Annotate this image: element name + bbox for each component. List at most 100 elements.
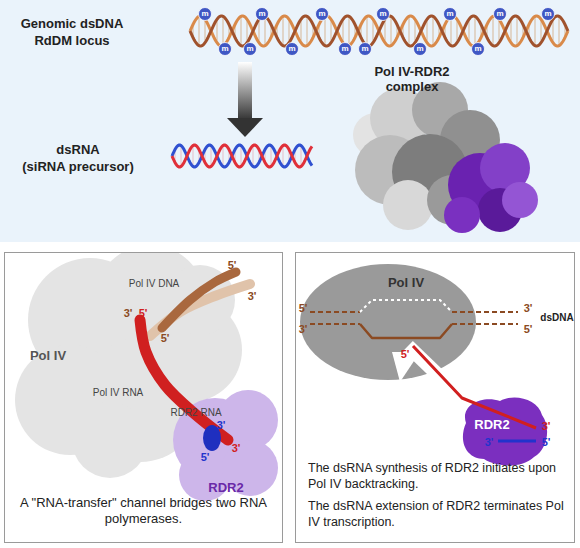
dna-strand (360, 300, 452, 312)
base-pair (198, 16, 199, 45)
methyl-mark: m (474, 44, 481, 53)
methyl-circle (256, 8, 269, 21)
rdr2-body (463, 397, 547, 465)
dna-strand (310, 311, 360, 313)
locus-label: Genomic dsDNA (21, 17, 124, 32)
strand (172, 145, 312, 167)
end-label: 3' (232, 442, 241, 455)
methyl-circle (244, 43, 257, 56)
methyl-mark: m (544, 9, 551, 18)
methyl-circle (219, 43, 232, 56)
base-pair (300, 146, 301, 167)
caption-text: The dsRNA extension of RDR2 terminates P… (308, 499, 564, 530)
end-label: 5' (201, 451, 210, 464)
base-pair (534, 16, 535, 45)
base-pair (558, 16, 559, 45)
base-pair (252, 146, 253, 167)
end-label: 5' (161, 332, 170, 345)
caption-text: A "RNA-transfer" channel bridges two RNA… (15, 495, 272, 528)
methyl-mark: m (221, 44, 228, 53)
end-label: 5' (542, 436, 551, 449)
methyl-circle (286, 43, 299, 56)
methyl-mark: m (379, 9, 386, 18)
part-label: dsDNA (540, 312, 573, 324)
rna-strand (140, 320, 228, 440)
methyl-circle (377, 8, 390, 21)
base-pair (240, 16, 241, 45)
base-pair (366, 16, 367, 45)
base-pair (210, 146, 211, 167)
part-label: Pol IV RNA (93, 387, 144, 399)
end-label: 5' (401, 348, 410, 361)
base-pair (240, 146, 241, 167)
rdr2-blob: RDR2 (456, 393, 551, 468)
process-arrow (227, 62, 263, 137)
methyl-circle (494, 8, 507, 21)
polymerase-body (300, 264, 476, 380)
end-label: 3' (542, 420, 551, 433)
end-label: 5' (524, 323, 533, 336)
base-pair (222, 16, 223, 45)
strand (190, 16, 568, 46)
methyl-mark: m (496, 9, 503, 18)
methyl-mark: m (246, 44, 253, 53)
base-pair (324, 16, 325, 45)
rna-strand (413, 346, 536, 428)
methyl-mark: m (318, 9, 325, 18)
methyl-marks (199, 8, 555, 56)
arrow-head (227, 118, 263, 137)
methyl-circle (542, 8, 555, 21)
caption-text: The dsRNA synthesis of RDR2 initiates up… (308, 461, 564, 492)
base-pair (348, 16, 349, 45)
dna-helix (190, 16, 568, 46)
top-band (0, 0, 580, 242)
methyl-circle (414, 43, 427, 56)
part-label: Pol IV (30, 349, 66, 364)
panel: The dsRNA synthesis of RDR2 initiates up… (295, 252, 575, 543)
strand (172, 145, 312, 167)
node-label: RDR2 (464, 417, 520, 433)
methyl-mark: m (201, 9, 208, 18)
methyl-circle (316, 8, 329, 21)
methyl-mark: m (288, 44, 295, 53)
dna-strand (310, 323, 360, 325)
base-pair (306, 16, 307, 45)
methyl-circle (472, 43, 485, 56)
base-pair (282, 16, 283, 45)
part-label: RDR2 RNA (170, 407, 221, 419)
base-pair (270, 146, 271, 167)
panel: A "RNA-transfer" channel bridges two RNA… (4, 252, 283, 543)
end-label: 3' (485, 436, 494, 449)
base-pair (432, 16, 433, 45)
product-label: (siRNA precursor) (22, 160, 133, 175)
dsrna-helix (172, 145, 312, 167)
node-label: Pol IV (369, 275, 443, 291)
arrow-shaft (238, 62, 252, 120)
methyl-mark: m (341, 44, 348, 53)
part-label: RDR2 (208, 481, 243, 496)
shape-part (15, 253, 278, 501)
methyl-circle (199, 8, 212, 21)
rdr2-rna (203, 425, 221, 451)
rna-strand (498, 440, 536, 443)
dna-strand (452, 311, 518, 313)
base-pair (192, 146, 193, 167)
end-label: 5' (139, 307, 148, 320)
shape-part (383, 180, 433, 230)
methyl-mark: m (446, 9, 453, 18)
base-pair (180, 146, 181, 167)
rdr2-surface (222, 440, 278, 496)
complex-label: Pol IV-RDR2 complex (364, 65, 460, 95)
exit-notch (392, 352, 420, 382)
end-label: 3' (124, 307, 133, 320)
base-pair (222, 146, 223, 167)
base-pair (264, 16, 265, 45)
methyl-mark: m (416, 44, 423, 53)
product-label: dsRNA (56, 143, 99, 158)
methyl-mark: m (258, 9, 265, 18)
methyl-circle (339, 43, 352, 56)
shape-part (502, 182, 538, 218)
end-label: 3' (524, 302, 533, 315)
methyl-circle (444, 8, 457, 21)
